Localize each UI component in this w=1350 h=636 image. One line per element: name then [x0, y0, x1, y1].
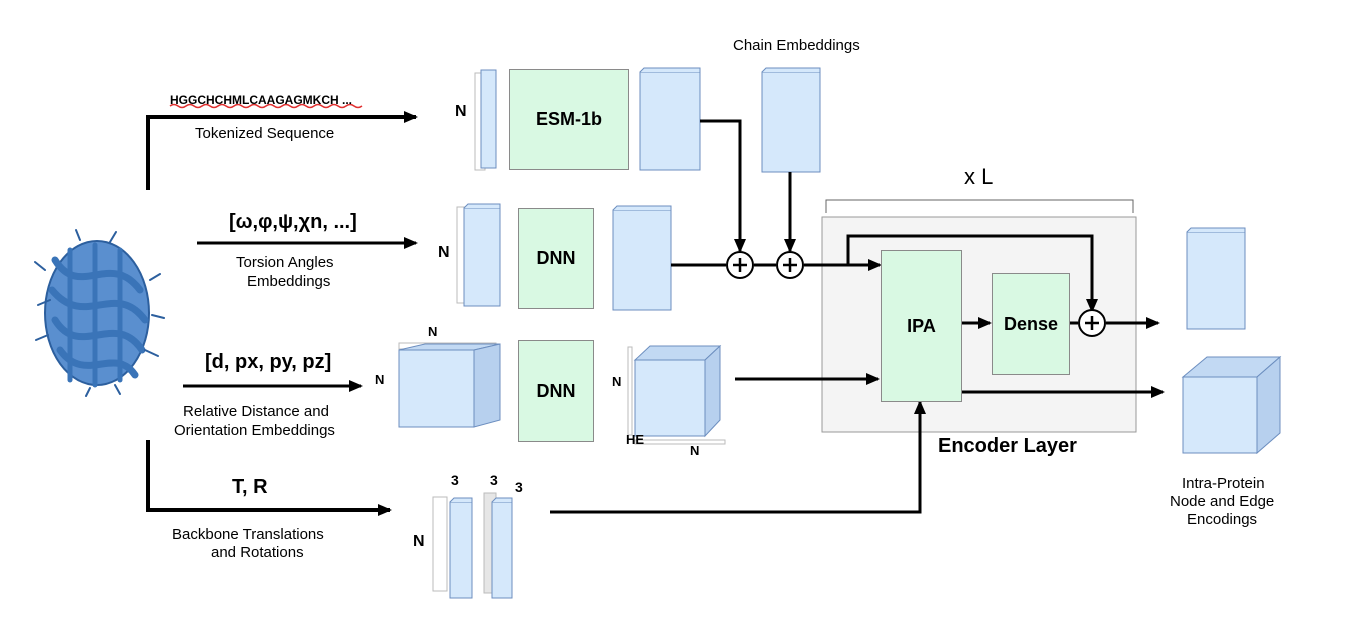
output-label-line2: Node and Edge [1170, 493, 1275, 510]
backbone-arrow [146, 440, 392, 516]
dnn-torsion-module: DNN [518, 208, 594, 309]
torsion-label-line1: Torsion Angles [236, 254, 334, 271]
backbone-label-line1: Backbone Translations [172, 526, 324, 543]
backbone-label-line2: and Rotations [211, 544, 304, 561]
torsion-output-tensor [612, 205, 672, 311]
chain-embeddings-tensor [761, 67, 821, 173]
output-edge-cube [1181, 355, 1282, 455]
dim-3-rotation-b: 3 [515, 479, 523, 495]
add-node-3 [1078, 309, 1106, 337]
torsion-label-line2: Embeddings [247, 273, 331, 290]
protein-structure-image [34, 229, 165, 397]
backbone-formula: T, R [232, 476, 268, 498]
dim-3-translation: 3 [451, 472, 459, 488]
torsion-formula: [ω,φ,ψ,χn, ...] [229, 211, 357, 233]
dim-n-distance-top: N [428, 324, 438, 339]
output-label-line1: Intra-Protein [1182, 475, 1265, 492]
dim-3-rotation-a: 3 [490, 472, 498, 488]
output-label-line3: Encodings [1187, 511, 1258, 528]
distance-input-cube [398, 342, 501, 428]
encoder-layer-label: Encoder Layer [938, 435, 1077, 457]
esm-module: ESM-1b [509, 69, 629, 170]
add-node-2 [776, 251, 804, 279]
distance-formula: [d, px, py, pz] [205, 351, 332, 373]
dim-he-edge: HE [626, 432, 645, 447]
sequence-tensor [474, 69, 497, 171]
sequence-arrow [146, 111, 418, 190]
translation-tensor [432, 496, 473, 599]
dim-n-sequence: N [455, 103, 467, 120]
esm-output-tensor [639, 67, 701, 171]
dense-module: Dense [992, 273, 1070, 375]
esm-to-plus-arrow [700, 119, 746, 253]
distance-label-line2: Orientation Embeddings [174, 422, 335, 439]
rotation-tensor [483, 492, 513, 599]
residual-arrow [846, 234, 1098, 313]
dim-n-edge-bottom: N [690, 443, 700, 458]
dim-n-edge-side: N [612, 374, 622, 389]
dim-n-backbone: N [413, 533, 425, 550]
output-node-tensor [1186, 227, 1246, 330]
sequence-label: Tokenized Sequence [195, 125, 335, 142]
add-node-1 [726, 251, 754, 279]
repeat-label: x L [964, 164, 994, 189]
distance-output-cube [627, 344, 726, 445]
dim-n-torsion: N [438, 244, 450, 261]
sequence-text: HGGCHCHMLCAAGAGMKCH ... [170, 93, 352, 107]
repeat-bracket [825, 199, 1134, 213]
dnn-distance-module: DNN [518, 340, 594, 442]
backbone-to-ipa-arrow [550, 400, 926, 514]
sequence-underline [169, 103, 363, 109]
chain-embeddings-label: Chain Embeddings [733, 37, 860, 54]
distance-label-line1: Relative Distance and [183, 403, 329, 420]
dim-n-distance-side: N [375, 372, 385, 387]
ipa-module: IPA [881, 250, 962, 402]
torsion-tensor [456, 203, 501, 307]
